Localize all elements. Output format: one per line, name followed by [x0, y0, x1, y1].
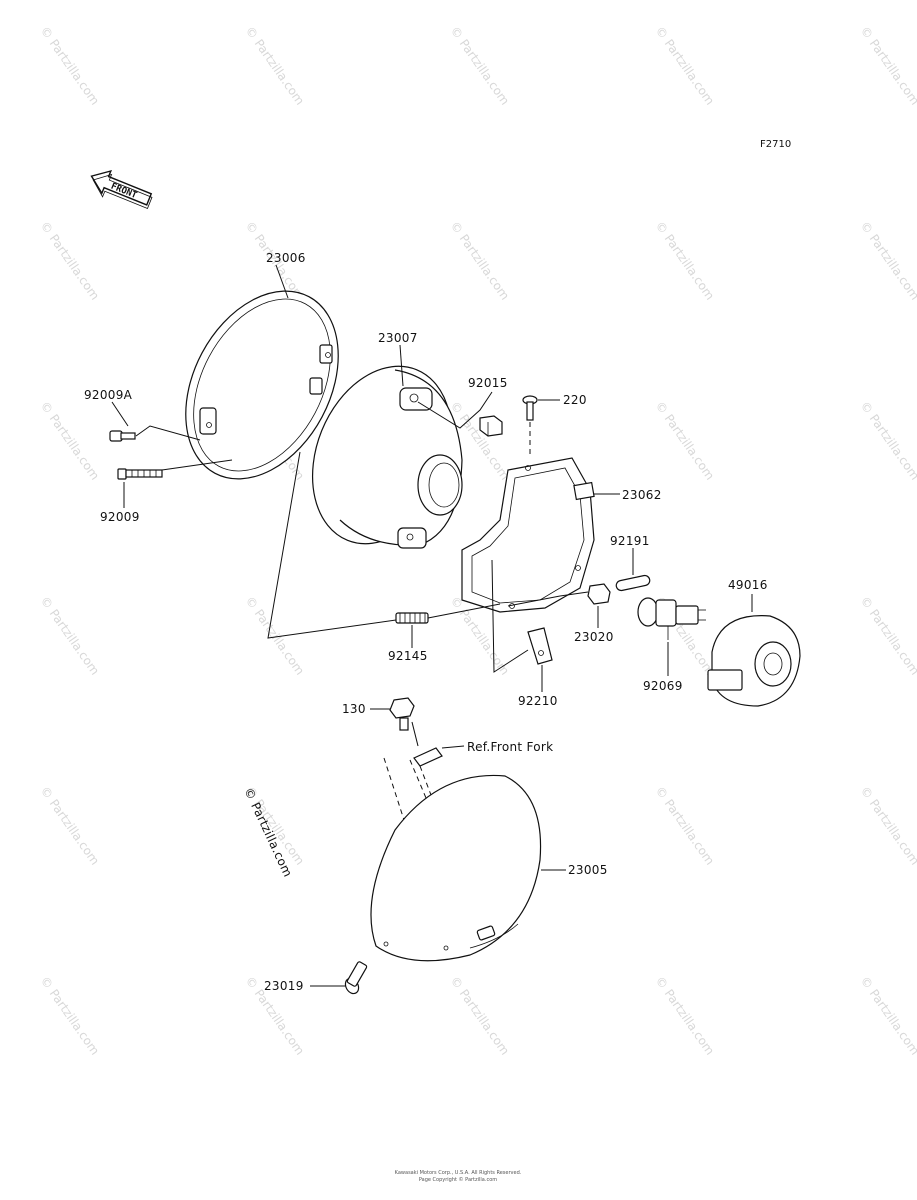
watermark-text: © Partzilla.com: [448, 24, 513, 108]
watermark-text: © Partzilla.com: [653, 784, 718, 868]
nut-92015-part: [479, 415, 503, 437]
watermark-text: © Partzilla.com: [448, 219, 513, 303]
part-label-92009A: 92009A: [84, 388, 133, 402]
headlight-rim-part: [185, 290, 339, 480]
spring-92145-part: [395, 612, 429, 624]
part-label-220: 220: [563, 393, 587, 407]
bolt-130-part: [389, 697, 415, 731]
part-label-23062: 23062: [622, 488, 662, 502]
figure-code: F2710: [760, 139, 791, 150]
watermark-text: © Partzilla.com: [653, 974, 718, 1058]
watermark-text: © Partzilla.com: [858, 974, 917, 1058]
screw-92009-part: [117, 468, 163, 480]
front-fork-ref-part: [413, 747, 443, 767]
screw-23019-part: [344, 961, 368, 995]
part-label-92015: 92015: [468, 376, 508, 390]
watermark-text: © Partzilla.com: [38, 399, 103, 483]
part-label-92009: 92009: [100, 510, 140, 524]
watermark-text: © Partzilla.com: [38, 219, 103, 303]
part-label-130: 130: [342, 702, 366, 716]
screw-220-part: [522, 395, 538, 421]
part-label-23006: 23006: [266, 251, 306, 265]
watermark-text: © Partzilla.com: [858, 399, 917, 483]
headlight-bracket-part: [461, 457, 595, 613]
watermark-text: © Partzilla.com: [858, 219, 917, 303]
watermark-text: © Partzilla.com: [653, 24, 718, 108]
watermark-text: © Partzilla.com: [38, 594, 103, 678]
watermark-text: © Partzilla.com: [858, 24, 917, 108]
part-label-23020: 23020: [574, 630, 614, 644]
watermark-text: © Partzilla.com: [243, 24, 308, 108]
part-label-92145: 92145: [388, 649, 428, 663]
collar-92191-part: [615, 574, 651, 592]
watermark-text: © Partzilla.com: [858, 594, 917, 678]
headlight-shell-part: [370, 774, 542, 962]
footer-copyright-line1: Kawasaki Motors Corp., U.S.A. All Rights…: [395, 1170, 522, 1176]
ref-front-fork-label: Ref.Front Fork: [467, 740, 553, 754]
part-label-92210: 92210: [518, 694, 558, 708]
watermark-text: © Partzilla.com: [653, 219, 718, 303]
part-label-49016: 49016: [728, 578, 768, 592]
watermark-text: © Partzilla.com: [858, 784, 917, 868]
part-label-92069: 92069: [643, 679, 683, 693]
boot-49016-part: [707, 615, 801, 707]
bulb-92069-part: [637, 597, 706, 640]
part-label-23019: 23019: [264, 979, 304, 993]
socket-23020-part: [587, 583, 611, 605]
front-arrow-icon: FRONT: [90, 169, 153, 209]
screw-92009A-part: [109, 430, 136, 442]
watermark-text: © Partzilla.com: [38, 24, 103, 108]
watermark-text: © Partzilla.com: [38, 974, 103, 1058]
watermark-text: © Partzilla.com: [653, 399, 718, 483]
part-label-23005: 23005: [568, 863, 608, 877]
footer-copyright-line2: Page Copyright © Partzilla.com: [419, 1176, 497, 1183]
watermark-text: © Partzilla.com: [38, 784, 103, 868]
watermark-text: © Partzilla.com: [448, 974, 513, 1058]
headlight-housing-part: [311, 365, 463, 549]
part-label-92191: 92191: [610, 534, 650, 548]
part-label-23007: 23007: [378, 331, 418, 345]
watermark-text: © Partzilla.com: [243, 594, 308, 678]
plate-92210-part: [527, 627, 553, 665]
